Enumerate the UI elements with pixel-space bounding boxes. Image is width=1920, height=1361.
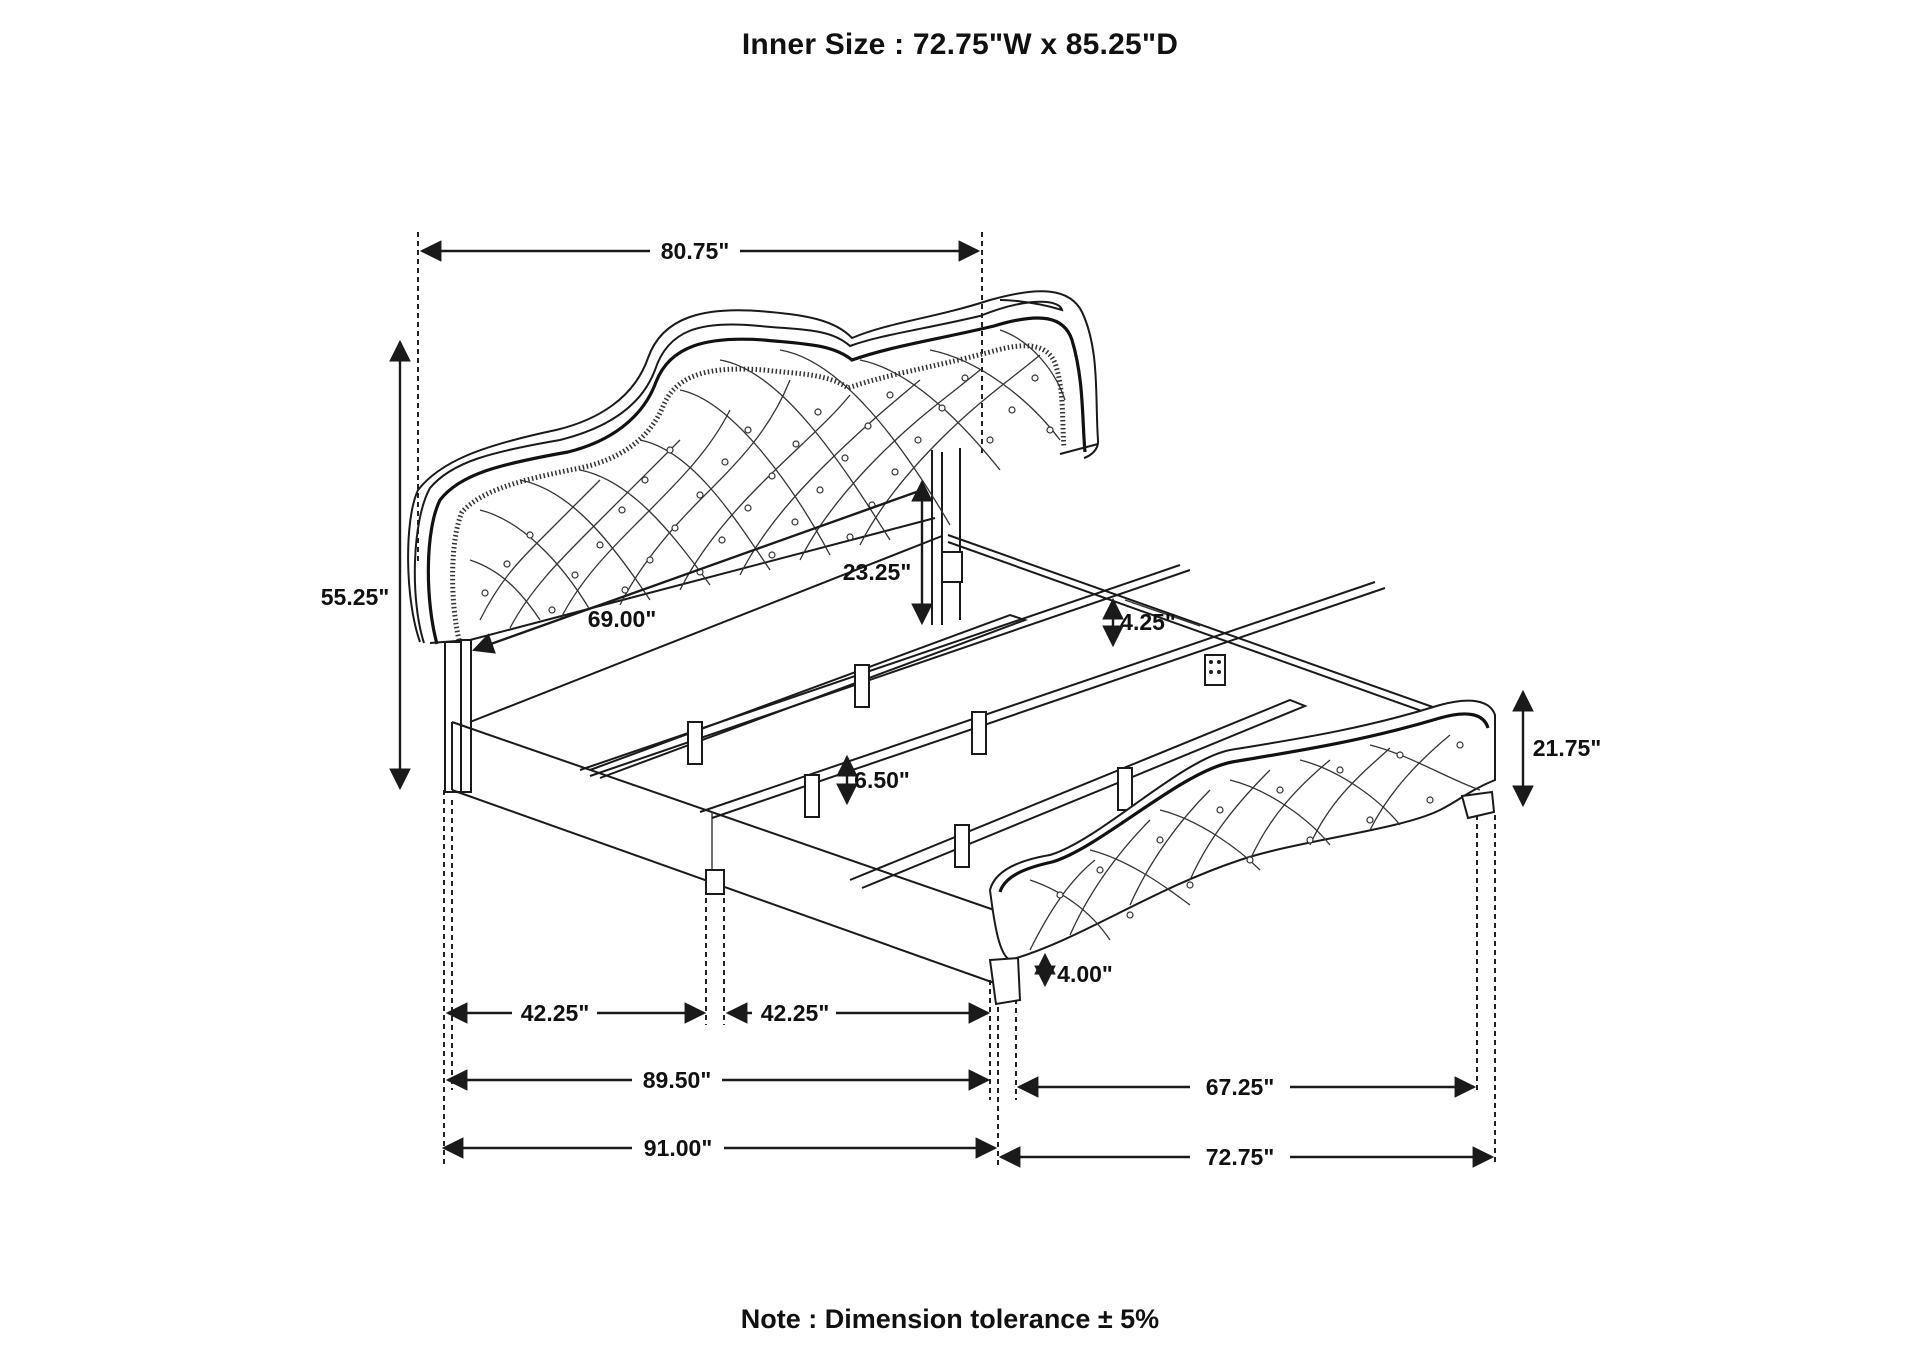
dim-inner-width: 67.25" — [1206, 1074, 1274, 1100]
dim-footboard-height: 21.75" — [1533, 735, 1601, 761]
dim-center-support: 6.50" — [854, 767, 910, 793]
bed-frame — [451, 534, 1476, 986]
dim-side-rail-height: 4.25" — [1120, 609, 1176, 635]
dim-headboard-inner-width: 69.00" — [588, 606, 656, 632]
tolerance-note: Note : Dimension tolerance ± 5% — [740, 1304, 1160, 1334]
dim-leg-clearance: 23.25" — [843, 559, 911, 585]
dim-rail-segment-left: 42.25" — [521, 1000, 589, 1026]
dim-headboard-width: 80.75" — [661, 238, 729, 264]
rail-bracket — [1204, 654, 1226, 686]
dimension-labels: 80.75" 55.25" 23.25" 69.00" 4.25" 6.50" … — [321, 238, 1601, 1170]
extension-lines — [417, 232, 1496, 1165]
dim-headboard-height: 55.25" — [321, 584, 389, 610]
dim-leg-height: 4.00" — [1057, 961, 1113, 987]
dim-rail-segment-right: 42.25" — [761, 1000, 829, 1026]
inner-size-title: Inner Size : 72.75"W x 85.25"D — [741, 28, 1179, 61]
headboard — [407, 290, 1100, 793]
dim-overall-length: 91.00" — [644, 1135, 712, 1161]
dim-inner-length: 89.50" — [643, 1067, 711, 1093]
rail-bracket — [941, 551, 963, 583]
dim-overall-width: 72.75" — [1206, 1144, 1274, 1170]
footboard — [988, 699, 1496, 1006]
dimension-arrows — [389, 240, 1534, 1168]
